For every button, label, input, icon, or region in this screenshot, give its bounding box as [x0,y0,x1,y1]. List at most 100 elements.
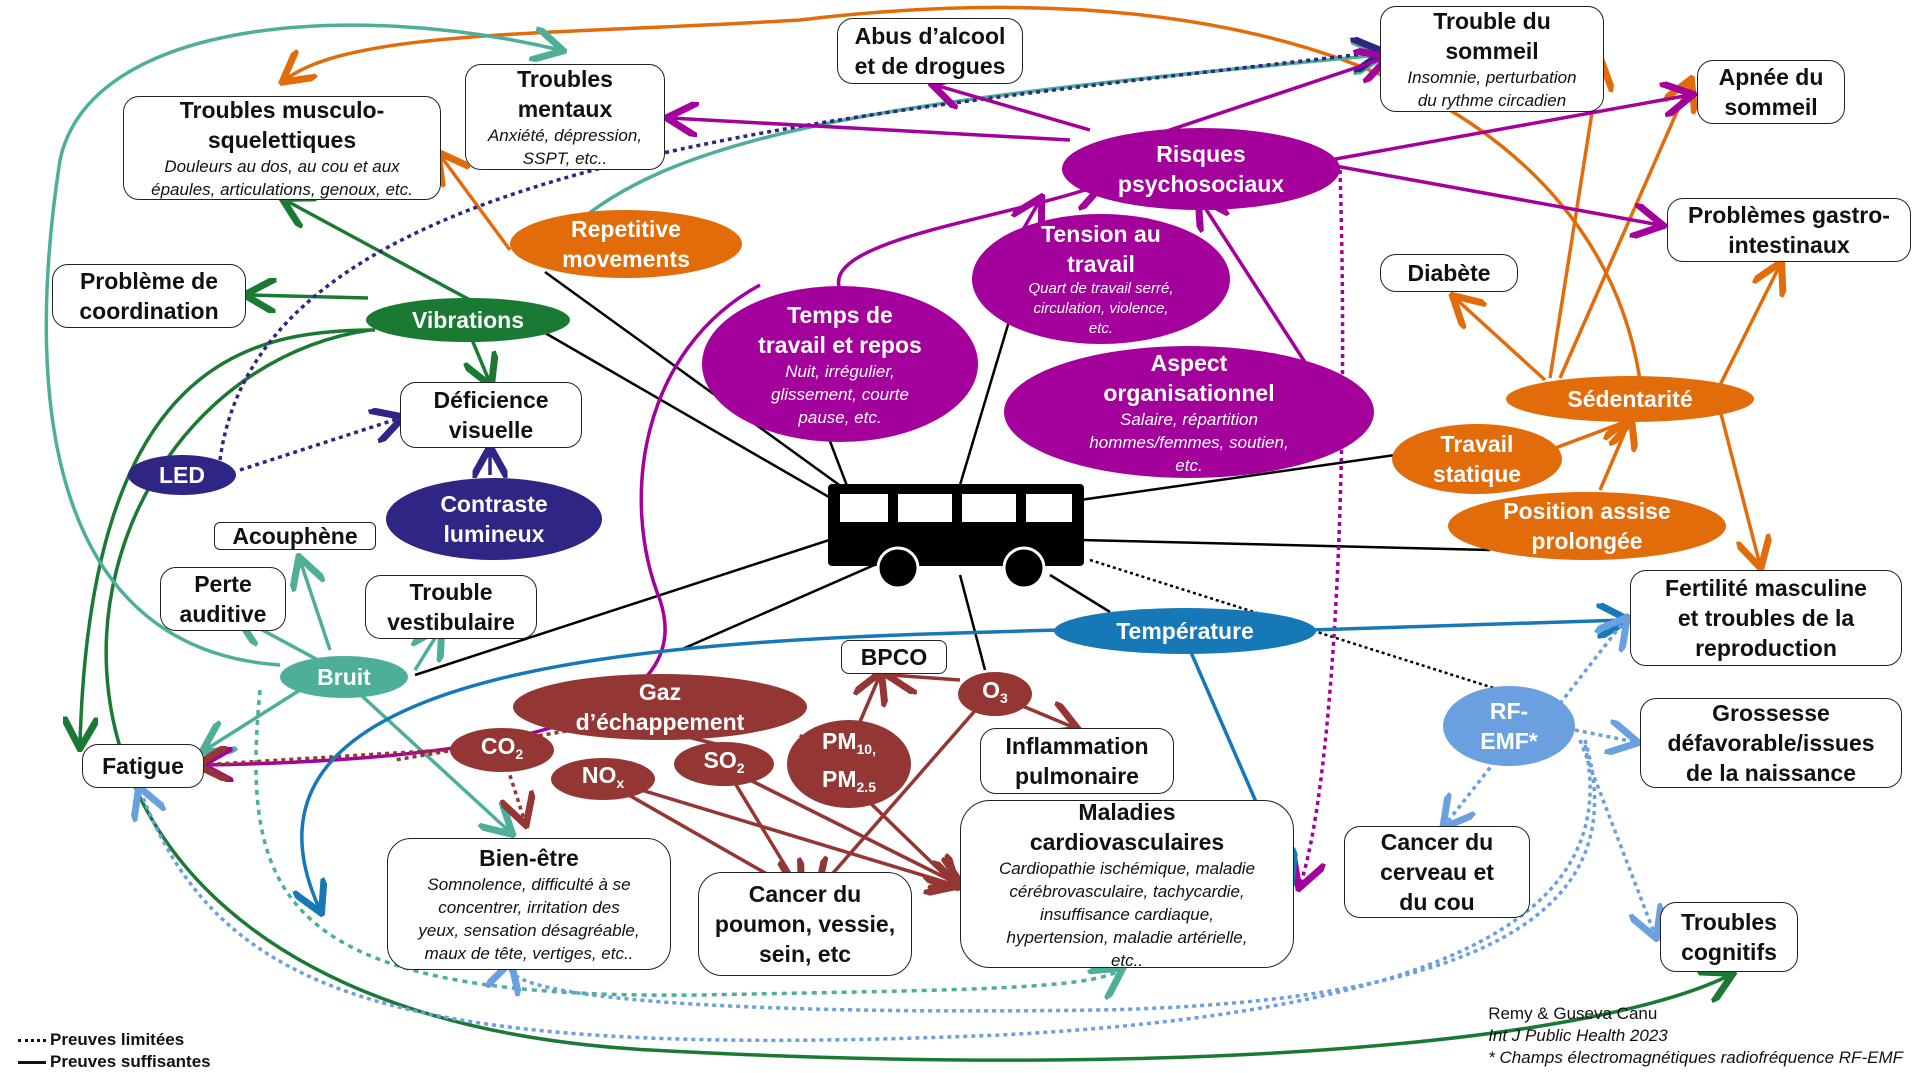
gaz-label: Gaz d’échappement [575,679,745,735]
box-mentaux: Troubles mentaux Anxiété, dépression, SS… [465,64,665,170]
node-o3: O3 [958,672,1032,716]
node-so2: SO2 [674,742,774,786]
inflammation-label: Inflammation pulmonaire [1005,733,1149,789]
box-alcool: Abus d’alcool et de drogues [837,18,1023,84]
pm-label-2: PM2.5 [822,766,876,795]
node-bruit: Bruit [280,656,408,698]
cognitifs-label: Troubles cognitifs [1681,909,1777,965]
box-cancer-poumon: Cancer du poumon, vessie, sein, etc [698,872,912,976]
box-bpco: BPCO [841,640,947,674]
aspect-sub: Salaire, répartition hommes/femmes, sout… [1089,409,1289,475]
box-visuelle: Déficience visuelle [400,382,582,448]
bienetre-title: Bien-être [479,845,579,871]
contraste-label: Contraste lumineux [440,491,548,547]
temps-sub: Nuit, irrégulier, glissement, courte pau… [771,361,909,427]
node-sedentarite: Sédentarité [1506,376,1754,422]
cardio-title: Maladies cardiovasculaires [1029,798,1225,855]
lightblue-arrows [140,620,1655,1043]
position-assise-label: Position assise prolongée [1503,498,1671,554]
box-vestibulaire: Trouble vestibulaire [365,575,537,639]
temperature-label: Température [1116,618,1254,644]
visuelle-label: Déficience visuelle [433,387,549,443]
bienetre-sub: Somnolence, difficulté à se concentrer, … [418,875,640,963]
so2-label: SO2 [703,747,745,776]
node-tension: Tension au travail Quart de travail serr… [972,214,1230,344]
node-contraste: Contraste lumineux [386,478,602,560]
risques-label: Risques psychosociaux [1117,141,1285,197]
node-pm: PM10, PM2.5 [787,720,911,808]
cardio-sub: Cardiopathie ischémique, maladie cérébro… [998,858,1256,970]
grossesse-label: Grossesse défavorable/issues de la naiss… [1667,700,1875,786]
travail-statique-label: Travail statique [1432,431,1522,487]
node-risques: Risques psychosociaux [1062,128,1340,210]
node-temperature: Température [1054,608,1316,654]
node-position-assise: Position assise prolongée [1448,492,1726,560]
aspect-title: Aspect organisationnel [1103,349,1275,406]
citation: Remy & Guseva Canu Int J Public Health 2… [1488,1003,1903,1069]
node-aspect: Aspect organisationnel Salaire, répartit… [1004,346,1374,478]
legend-sufficient-label: Preuves suffisantes [50,1052,211,1071]
box-fertilite: Fertilité masculine et troubles de la re… [1630,570,1902,666]
node-gaz: Gaz d’échappement [513,674,807,740]
cerveau-label: Cancer du cerveau et du cou [1380,829,1494,915]
citation-authors: Remy & Guseva Canu [1488,1004,1658,1023]
nox-label: NOx [581,762,625,791]
sedentarite-label: Sédentarité [1567,386,1693,412]
rfemf-label: RF- EMF* [1480,698,1538,754]
alcool-label: Abus d’alcool et de drogues [854,23,1006,79]
node-temps: Temps de travail et repos Nuit, irréguli… [702,286,978,442]
box-perte: Perte auditive [160,567,286,631]
node-led: LED [128,455,236,495]
green-arrows [80,200,1730,1062]
dotted-line-sample [18,1038,46,1042]
mentaux-title: Troubles mentaux [517,66,613,122]
perte-label: Perte auditive [179,571,267,627]
citation-footnote: * Champs électromagnétiques radiofréquen… [1488,1048,1903,1067]
vibrations-label: Vibrations [411,307,525,333]
box-gastro: Problèmes gastro- intestinaux [1667,198,1911,262]
apnee-label: Apnée du sommeil [1718,64,1824,120]
bpco-label: BPCO [860,644,928,670]
box-cardio: Maladies cardiovasculaires Cardiopathie … [960,798,1294,970]
o3-label: O3 [982,677,1008,706]
sommeil-sub: Insomnie, perturbation du rythme circadi… [1407,68,1577,110]
box-bienetre: Bien-être Somnolence, difficulté à se co… [387,838,671,970]
box-cognitifs: Troubles cognitifs [1660,902,1798,972]
coordination-label: Problème de coordination [79,268,219,324]
box-sommeil: Trouble du sommeil Insomnie, perturbatio… [1380,6,1604,112]
node-rfemf: RF- EMF* [1443,686,1575,766]
fatigue-label: Fatigue [102,753,184,779]
temps-title: Temps de travail et repos [758,301,922,358]
box-musculo: Troubles musculo- squelettiques Douleurs… [123,96,441,200]
legend-limited-label: Preuves limitées [50,1030,185,1049]
node-travail-statique: Travail statique [1392,424,1562,494]
box-inflammation: Inflammation pulmonaire [980,728,1174,794]
teal-arrows [44,23,1380,995]
legend-sufficient: Preuves suffisantes [18,1052,211,1072]
bruit-label: Bruit [317,664,371,690]
musculo-sub: Douleurs au dos, au cou et aux épaules, … [151,157,413,199]
legend-limited: Preuves limitées [18,1030,184,1050]
acouphene-label: Acouphène [232,523,358,549]
bus-icon [828,484,1084,590]
sommeil-title: Trouble du sommeil [1433,8,1551,64]
pm-label-1: PM10, [822,728,876,757]
diabete-label: Diabète [1407,260,1491,286]
node-nox: NOx [551,758,655,800]
fertilite-label: Fertilité masculine et troubles de la re… [1665,575,1867,661]
led-label: LED [159,462,205,488]
box-coordination: Problème de coordination [52,264,246,328]
tension-sub: Quart de travail serré, circulation, vio… [1028,280,1174,337]
box-cerveau: Cancer du cerveau et du cou [1344,826,1530,918]
node-repetitive: Repetitive movements [510,210,742,278]
solid-line-sample [18,1060,46,1064]
orange-arrows [285,5,1780,565]
box-apnee: Apnée du sommeil [1697,60,1845,124]
node-co2: CO2 [450,728,554,772]
gastro-label: Problèmes gastro- intestinaux [1688,202,1890,258]
co2-label: CO2 [480,733,524,762]
box-grossesse: Grossesse défavorable/issues de la naiss… [1640,698,1902,788]
mentaux-sub: Anxiété, dépression, SSPT, etc.. [487,126,643,168]
citation-journal: Int J Public Health 2023 [1488,1026,1668,1045]
